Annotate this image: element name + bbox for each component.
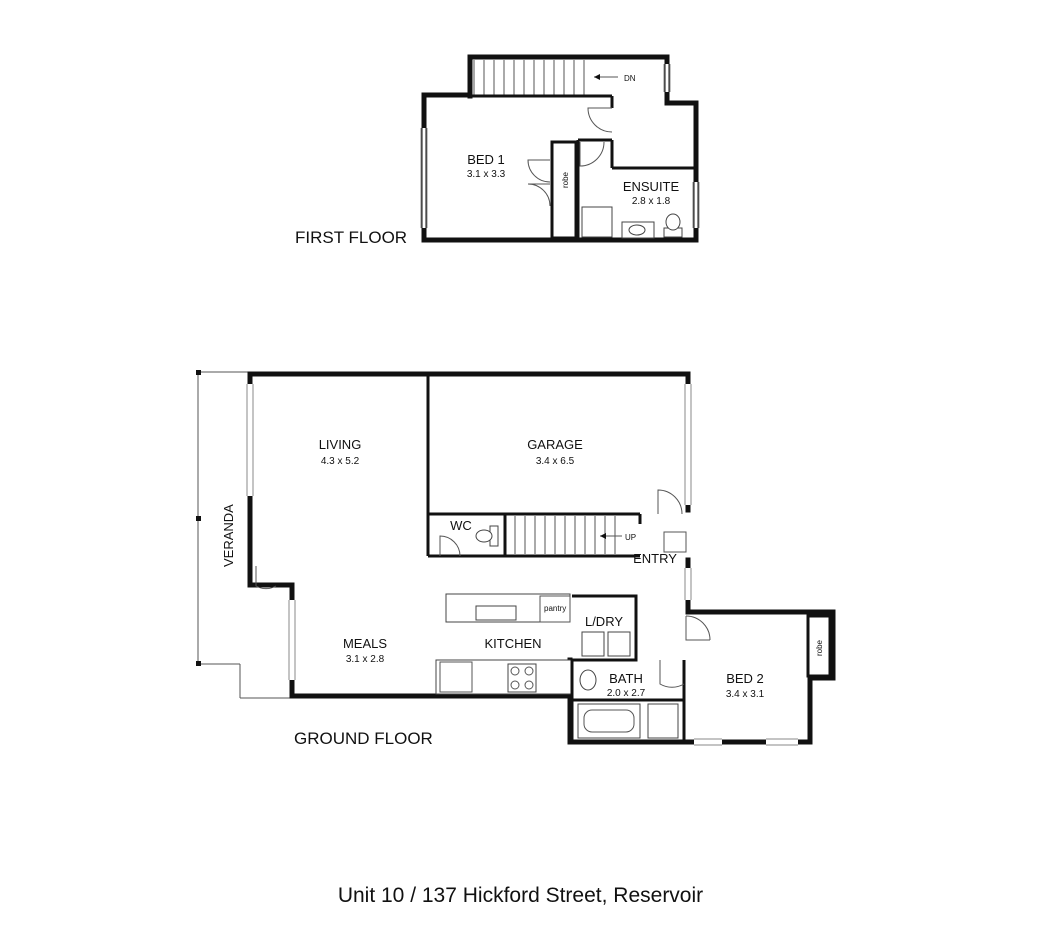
room-name-meals: MEALS (343, 636, 387, 651)
room-name-wc: WC (450, 518, 472, 533)
bathtub-icon (577, 703, 641, 739)
room-dims-garage: 3.4 x 6.5 (536, 456, 575, 467)
room-name-kitchen: KITCHEN (484, 636, 541, 651)
room-name-ensuite: ENSUITE (623, 179, 680, 194)
veranda-area (196, 370, 292, 699)
room-name-entry: ENTRY (633, 551, 677, 566)
shower-fixture (581, 206, 613, 238)
room-name-living: LIVING (319, 437, 362, 452)
robe-label-first: robe (561, 171, 570, 188)
property-address: Unit 10 / 137 Hickford Street, Reservoir (337, 884, 704, 907)
trough-icon (607, 631, 631, 657)
first-floor-label: FIRST FLOOR (295, 228, 407, 247)
room-name-garage: GARAGE (527, 437, 583, 452)
room-dims-bath: 2.0 x 2.7 (607, 688, 646, 699)
first-floor-stairs (473, 60, 618, 96)
kitchen-counter (435, 659, 573, 695)
room-name-laundry: L/DRY (585, 614, 623, 629)
room-dims-living: 4.3 x 5.2 (321, 456, 360, 467)
ground-floor-stair-label: UP (625, 533, 636, 542)
room-name-veranda: VERANDA (221, 504, 236, 567)
washer-icon (581, 631, 605, 657)
cooktop-icon (507, 663, 537, 693)
ground-floor-label: GROUND FLOOR (294, 729, 433, 748)
room-name-bed1: BED 1 (467, 152, 505, 167)
basin-icon (579, 669, 597, 691)
fridge-space (439, 661, 473, 693)
room-dims-meals: 3.1 x 2.8 (346, 654, 385, 665)
robe-label-ground: robe (815, 639, 824, 656)
first-floor-stair-label: DN (624, 74, 636, 83)
sink-icon (475, 605, 517, 621)
room-dims-ensuite: 2.8 x 1.8 (632, 196, 671, 207)
room-dims-bed2: 3.4 x 3.1 (726, 689, 765, 700)
pantry-label: pantry (544, 604, 566, 613)
room-name-bath: BATH (609, 671, 643, 686)
room-dims-bed1: 3.1 x 3.3 (467, 169, 506, 180)
room-name-bed2: BED 2 (726, 671, 764, 686)
first-floor-plan (420, 54, 700, 243)
ground-floor-plan (196, 370, 836, 746)
